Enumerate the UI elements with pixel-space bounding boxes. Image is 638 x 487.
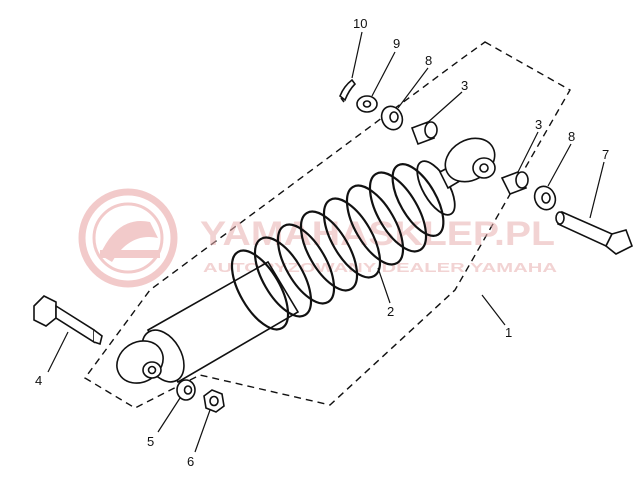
cotter-pin [339,78,357,103]
callout-4: 4 [35,373,42,388]
damper-body [116,260,300,384]
washer-upper-9 [356,95,378,113]
callout-3-right: 3 [535,117,542,132]
nut-lower [203,389,225,413]
leader-lines [47,31,605,453]
callout-8-left: 8 [425,53,432,68]
callout-6: 6 [187,454,194,469]
washer-lower [176,379,196,401]
upper-mount [438,137,496,190]
callout-3-left: 3 [461,78,468,93]
callout-8-right: 8 [568,129,575,144]
washer-upper-8b [533,185,557,211]
upper-pin [555,210,634,255]
washer-upper-8a [380,105,404,131]
collar-3b [500,170,529,196]
callout-7: 7 [602,147,609,162]
callout-1: 1 [505,325,512,340]
callout-9: 9 [393,36,400,51]
watermark: YAMAHASKLEP.PL AUTORYZOWANY DEALER YAMAH… [78,188,558,288]
watermark-logo-icon [78,188,178,288]
callout-2: 2 [387,304,394,319]
collar-3a [410,120,438,146]
callout-labels: 10 9 8 3 3 8 7 1 2 4 5 6 [35,16,609,469]
callout-5: 5 [147,434,154,449]
callout-10: 10 [353,16,367,31]
coil-spring [230,160,456,331]
bolt-lower [33,295,103,346]
